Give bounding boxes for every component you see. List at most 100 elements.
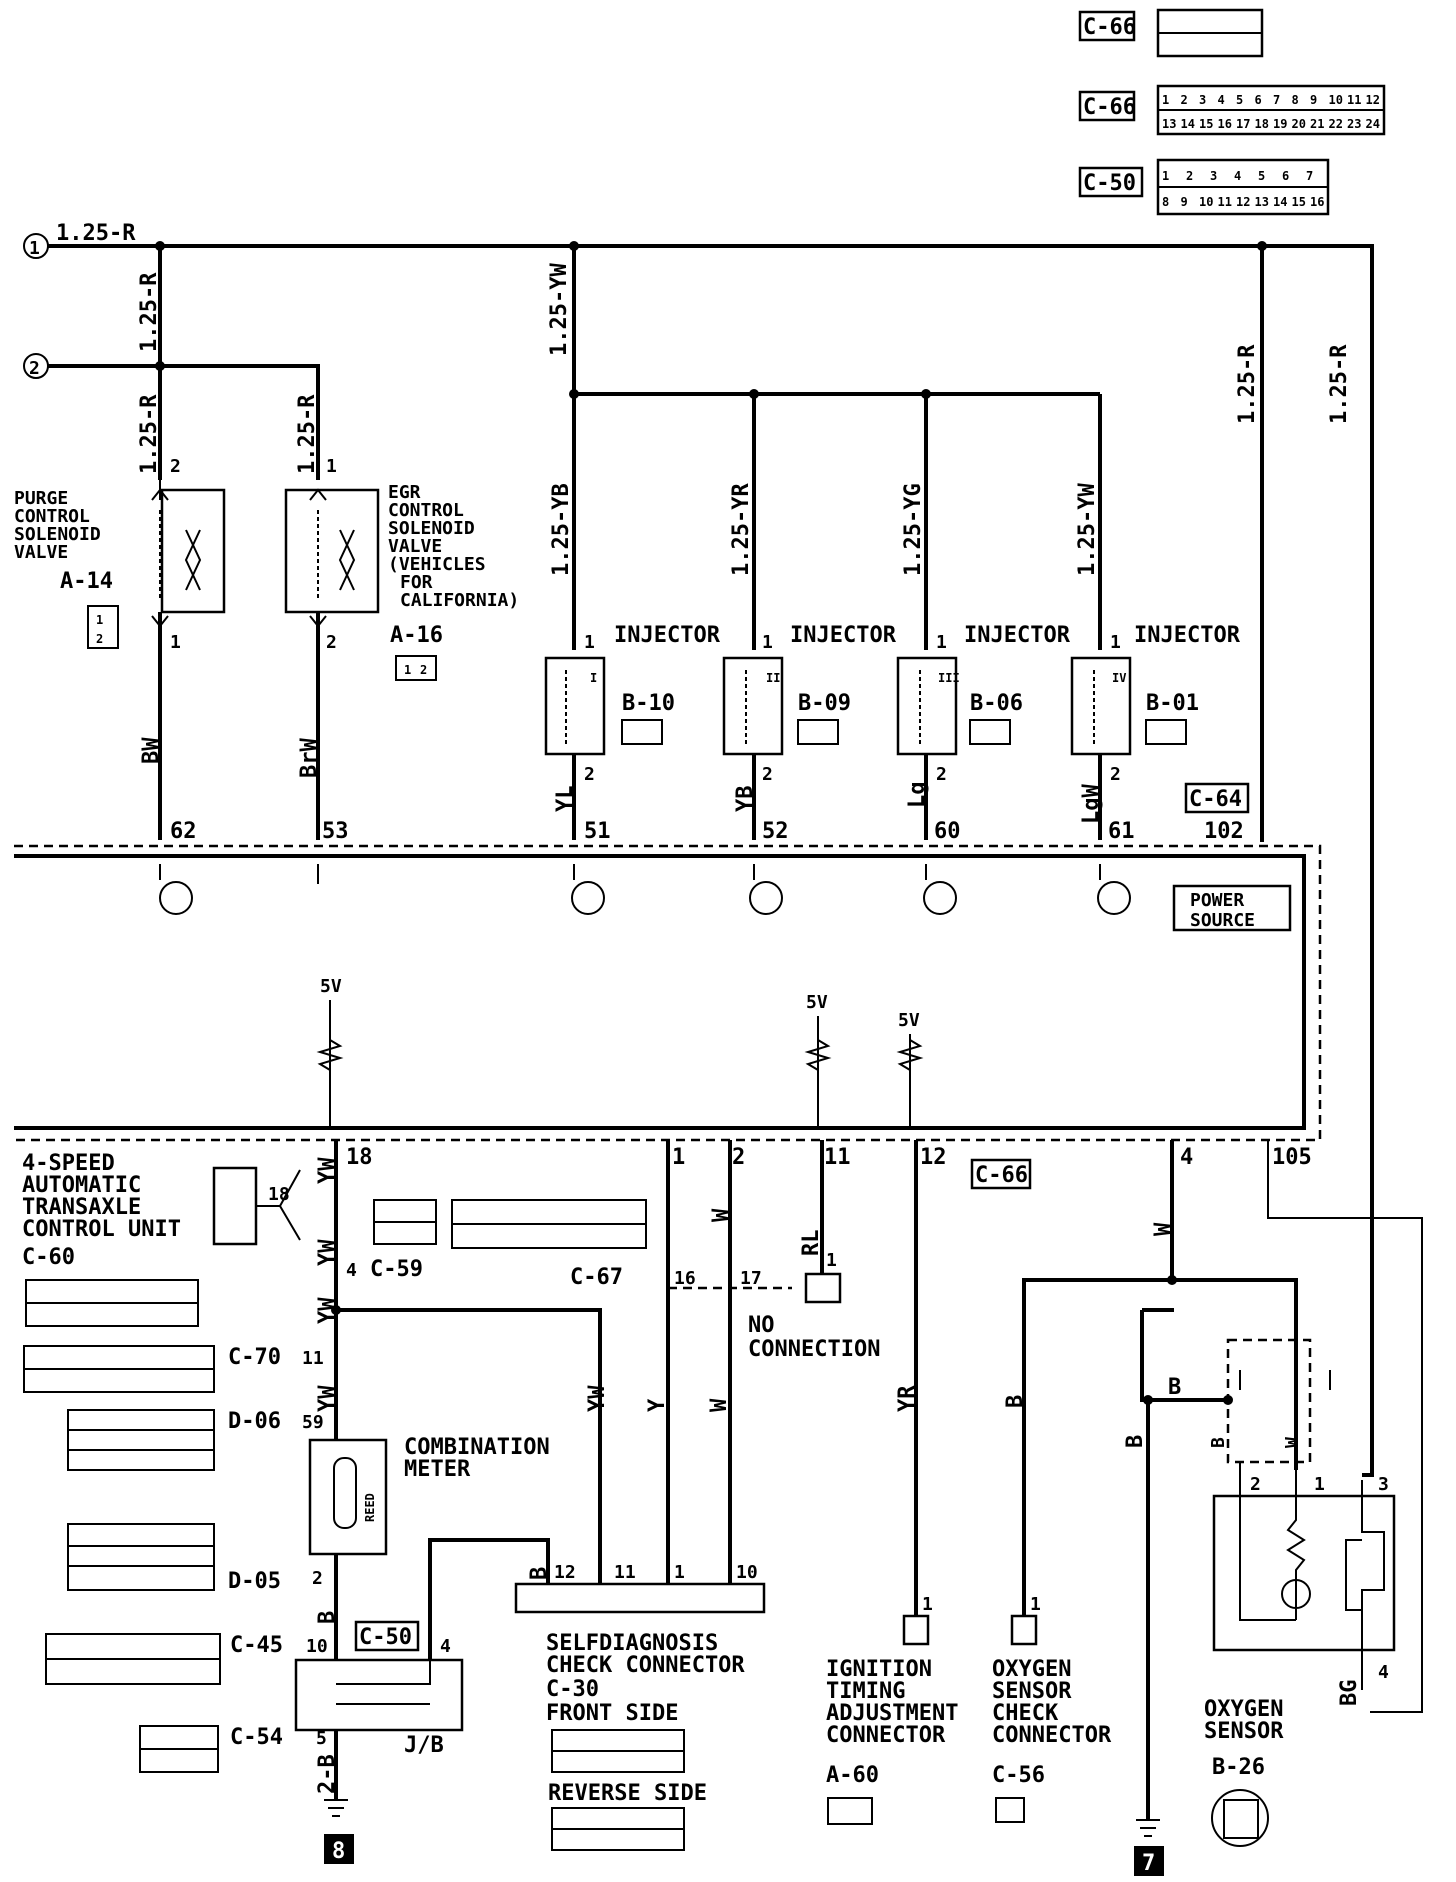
svg-text:2: 2 <box>170 456 181 477</box>
svg-text:7: 7 <box>1142 1851 1155 1876</box>
wire-label-w-oxy: W <box>1151 1222 1176 1236</box>
connector-pin: 20 <box>1292 117 1306 131</box>
svg-text:3: 3 <box>1378 1474 1389 1495</box>
svg-text:2: 2 <box>1250 1474 1261 1495</box>
svg-text:C-54: C-54 <box>230 1725 283 1750</box>
svg-text:1: 1 <box>170 632 181 653</box>
svg-text:POWER: POWER <box>1190 890 1244 911</box>
svg-text:2: 2 <box>312 1568 323 1589</box>
connector-pin: 5 <box>1236 93 1243 107</box>
svg-text:CONTROL: CONTROL <box>388 500 464 521</box>
svg-text:C-45: C-45 <box>230 1633 283 1658</box>
svg-text:B-06: B-06 <box>970 691 1023 716</box>
c64-connector: C-64 <box>1184 782 1250 814</box>
svg-text:D-05: D-05 <box>228 1569 281 1594</box>
c66-top-connector: C-66 <box>1078 8 1264 58</box>
svg-text:4: 4 <box>1180 1145 1193 1170</box>
svg-text:1: 1 <box>1110 632 1121 653</box>
svg-text:16: 16 <box>674 1268 696 1289</box>
wire-label-b-e: B <box>1168 1375 1181 1400</box>
wire-node2 <box>48 364 320 480</box>
svg-text:1: 1 <box>1314 1474 1325 1495</box>
svg-text:ADJUSTMENT: ADJUSTMENT <box>826 1701 958 1726</box>
svg-text:C-60: C-60 <box>22 1245 75 1270</box>
connector-pin: 4 <box>1218 93 1225 107</box>
connector-pin: 10 <box>1329 93 1343 107</box>
wire-1-25-r-main <box>48 244 1374 1477</box>
svg-text:11: 11 <box>614 1562 636 1583</box>
svg-text:I: I <box>590 671 597 685</box>
svg-text:1: 1 <box>826 1250 837 1271</box>
wire-label-b-a: B <box>315 1611 340 1624</box>
connector-pin: 9 <box>1310 93 1317 107</box>
connector-pin: 15 <box>1292 195 1306 209</box>
svg-text:62: 62 <box>170 819 197 844</box>
svg-text:SOLENOID: SOLENOID <box>14 524 101 545</box>
svg-text:C-70: C-70 <box>228 1345 281 1370</box>
svg-text:59: 59 <box>302 1412 324 1433</box>
svg-text:C-66: C-66 <box>1083 95 1136 120</box>
svg-text:INJECTOR: INJECTOR <box>964 623 1071 648</box>
svg-text:CHECK CONNECTOR: CHECK CONNECTOR <box>546 1653 745 1678</box>
svg-text:4: 4 <box>1378 1662 1389 1683</box>
egr-control-solenoid-valve: 1 2 EGR CONTROL SOLENOID VALVE (VEHICLES… <box>284 456 519 840</box>
connector-pin: 13 <box>1255 195 1269 209</box>
svg-text:FOR: FOR <box>400 572 433 593</box>
svg-text:2: 2 <box>96 632 103 646</box>
svg-text:5V: 5V <box>806 992 828 1013</box>
connector-pin: 13 <box>1162 117 1176 131</box>
transaxle-control-unit: 18 4-SPEED AUTOMATIC TRANSAXLE CONTROL U… <box>22 1151 301 1327</box>
svg-text:REVERSE SIDE: REVERSE SIDE <box>548 1781 707 1806</box>
svg-text:VALVE: VALVE <box>14 542 68 563</box>
connector-pin: 3 <box>1199 93 1206 107</box>
connector-pin: 16 <box>1218 117 1232 131</box>
ignition-timing-adjustment-connector: 1 IGNITION TIMING ADJUSTMENT CONNECTOR A… <box>826 1594 958 1825</box>
c66-bottom-connector: C-66 <box>970 1158 1032 1190</box>
wire-label-vert-r5: 1.25-R <box>1327 344 1352 424</box>
svg-text:C-50: C-50 <box>359 1625 412 1650</box>
svg-text:C-66: C-66 <box>975 1163 1028 1188</box>
wire-label-w2: W <box>707 1398 732 1412</box>
wire-label-yw-inj4: 1.25-YW <box>1075 483 1100 576</box>
connector-pin: 1 <box>1162 93 1169 107</box>
wire-label-y2: Y <box>645 1398 670 1412</box>
wire-label-w-sensor: W <box>1282 1437 1303 1448</box>
connector-pin: 19 <box>1273 117 1287 131</box>
svg-text:1: 1 <box>1030 1594 1041 1615</box>
injector-2: II 1 2 INJECTOR B-09 <box>722 623 897 840</box>
svg-text:61: 61 <box>1108 819 1135 844</box>
connector-pin: 14 <box>1273 195 1287 209</box>
ground-8: 8 <box>324 1799 354 1864</box>
svg-text:A-16: A-16 <box>390 623 443 648</box>
node-1: 1 <box>23 233 49 259</box>
ecu-driver-transistors <box>159 864 1131 915</box>
svg-text:18: 18 <box>346 1145 373 1170</box>
connector-pin: 5 <box>1258 169 1265 183</box>
wire-label-yb-out: YB <box>733 786 758 813</box>
connector-pin: 11 <box>1347 93 1361 107</box>
c45-connector: C-45 10 <box>45 1633 328 1685</box>
svg-text:(VEHICLES: (VEHICLES <box>388 554 486 575</box>
connector-pin: 6 <box>1255 93 1262 107</box>
injector-4: IV 1 2 INJECTOR B-01 <box>1070 623 1241 840</box>
connector-pin: 14 <box>1181 117 1195 131</box>
svg-text:IV: IV <box>1112 671 1126 685</box>
ecu-body <box>14 854 1306 1130</box>
svg-text:11: 11 <box>824 1145 851 1170</box>
connector-pin: 2 <box>1181 93 1188 107</box>
svg-text:J/B: J/B <box>404 1733 444 1758</box>
svg-text:CONNECTOR: CONNECTOR <box>992 1723 1112 1748</box>
svg-text:A-60: A-60 <box>826 1763 879 1788</box>
svg-text:1: 1 <box>29 238 40 259</box>
connector-pin: 15 <box>1199 117 1213 131</box>
svg-text:5: 5 <box>316 1728 327 1749</box>
wire-label-lg: Lg <box>905 782 930 809</box>
svg-text:CONNECTOR: CONNECTOR <box>826 1723 946 1748</box>
svg-text:AUTOMATIC: AUTOMATIC <box>22 1173 141 1198</box>
svg-text:5V: 5V <box>320 976 342 997</box>
connector-pin: 7 <box>1273 93 1280 107</box>
svg-text:OXYGEN: OXYGEN <box>992 1657 1071 1682</box>
node-2: 2 <box>23 353 49 379</box>
svg-text:VALVE: VALVE <box>388 536 442 557</box>
